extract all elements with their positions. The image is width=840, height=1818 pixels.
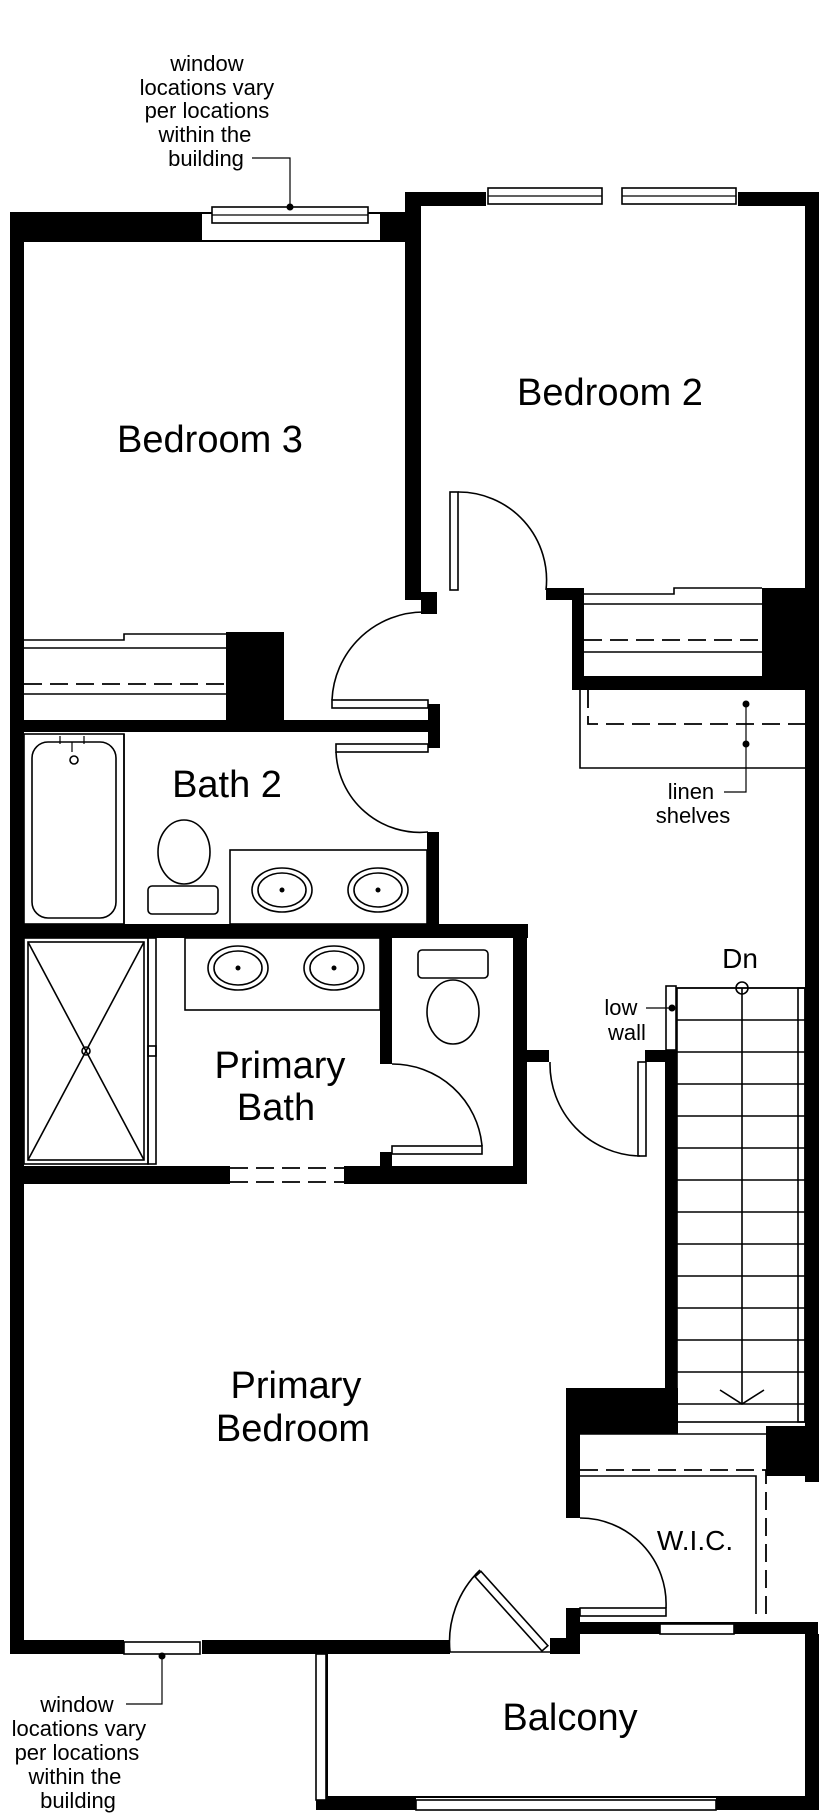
- doors: [331, 491, 667, 1654]
- wic-window: [659, 1623, 735, 1635]
- balcony-right-wall: [805, 1634, 819, 1808]
- wic-door-leaf: [579, 1607, 667, 1617]
- bath2-sink-1: [251, 867, 313, 913]
- label-primary-bath-1: Primary: [215, 1045, 346, 1087]
- label-bath2: Bath 2: [172, 764, 282, 806]
- window-note-bottom: window locations vary per locations with…: [12, 1692, 153, 1813]
- wic-door-swing: [579, 1517, 667, 1609]
- wc-left-wall: [380, 934, 392, 1064]
- bedroom3-door-leaf: [331, 699, 429, 709]
- chase-block: [226, 632, 284, 724]
- bath2-vanity: [229, 849, 428, 925]
- wic-shelf-dashed: [580, 1469, 767, 1622]
- primary-bath-bottom-right: [344, 1166, 527, 1184]
- primary-bedroom-door-leaf: [637, 1061, 647, 1157]
- label-primary-bedroom-2: Bedroom: [216, 1408, 370, 1450]
- hall-stub: [513, 1050, 549, 1062]
- primary-bedroom-bottom-wall: [10, 1640, 450, 1654]
- primary-vanity: [184, 937, 381, 1011]
- bathtub-basin: [31, 741, 117, 919]
- bath2-bottom-wall: [10, 924, 528, 938]
- wc-left-stub: [380, 1152, 392, 1170]
- wic-right-block: [766, 1426, 818, 1476]
- wic-left-wall-top: [566, 1388, 580, 1518]
- label-primary-bedroom-1: Primary: [231, 1365, 362, 1407]
- bedroom2-door-swing: [457, 491, 548, 591]
- partition-bed3-bed2: [405, 192, 421, 600]
- wc-toilet-tank: [417, 949, 489, 979]
- bathtub-frame: [23, 733, 125, 925]
- notes: window locations vary per locations with…: [12, 51, 758, 1813]
- primary-bedroom-door-swing: [549, 1061, 641, 1157]
- bed2-closet-left-wall: [572, 588, 584, 688]
- balcony-door-gap: [450, 1640, 550, 1654]
- primary-sink-1: [207, 945, 269, 991]
- low-wall-note: low wall: [604, 995, 646, 1045]
- bedroom2-door-leaf: [449, 491, 459, 591]
- bed2-closet-bottom-wall: [572, 676, 812, 690]
- bedroom3-door-swing: [331, 611, 425, 701]
- primary-sink-2: [303, 945, 365, 991]
- bedroom3-bottom-wall: [10, 720, 438, 732]
- bath2-toilet-tank: [147, 885, 219, 915]
- bath2-door-swing: [335, 751, 429, 834]
- bedroom2-closet-rod: [584, 587, 762, 595]
- wc-door-leaf: [391, 1145, 483, 1155]
- stair-low-wall-cap: [645, 1050, 675, 1062]
- linen-shelf-outline: [579, 690, 805, 769]
- low-wall-dot: [668, 1004, 676, 1012]
- shower-drain: [81, 1046, 91, 1056]
- bath2-toilet-bowl: [157, 819, 211, 885]
- bath2-door-leaf: [335, 743, 429, 753]
- primary-bedroom-bottom-stub: [550, 1638, 580, 1654]
- wc-toilet-bowl: [426, 979, 480, 1045]
- linen-shelf-dashed: [587, 690, 805, 725]
- label-bedroom3: Bedroom 3: [117, 419, 303, 461]
- label-bedroom2: Bedroom 2: [517, 372, 703, 414]
- balcony-side-rail: [315, 1653, 327, 1801]
- primary-bedroom-window: [123, 1641, 201, 1655]
- stair-left-wall: [665, 1050, 677, 1434]
- bed2-closet-right-block: [762, 588, 814, 678]
- label-balcony: Balcony: [502, 1697, 637, 1739]
- door-jamb-bath2: [428, 704, 440, 748]
- stair-run: [676, 987, 806, 1423]
- bottom-window-leader: [126, 1656, 163, 1705]
- balcony-rail: [415, 1799, 717, 1811]
- right-exterior-wall: [805, 192, 819, 1482]
- bath2-right-wall: [427, 832, 439, 928]
- bath2-sink-2: [347, 867, 409, 913]
- stairs-down-label: Dn: [722, 943, 758, 974]
- windows: [123, 187, 738, 1811]
- primary-bath-bottom-left: [10, 1166, 230, 1184]
- low-wall: [665, 985, 677, 1051]
- top-window-leader: [252, 157, 291, 207]
- room-labels: Bedroom 3 Bedroom 2 Bath 2 Primary Bath …: [117, 372, 733, 1739]
- window-note-top: window locations vary per locations with…: [140, 51, 281, 171]
- wic-shelf: [580, 1475, 757, 1614]
- tub-drain: [69, 755, 79, 765]
- bedroom3-closet-rod: [24, 633, 226, 641]
- balcony-door-swing: [448, 1569, 481, 1653]
- bed3-door-stub: [421, 592, 437, 614]
- label-primary-bath-2: Bath: [237, 1087, 315, 1129]
- fixtures: [23, 733, 489, 1183]
- wc-door-swing: [391, 1063, 483, 1147]
- leaders: [126, 157, 750, 1705]
- wic-top-block: [566, 1388, 678, 1434]
- stair-rail: [797, 987, 806, 1423]
- linen-leader: [724, 704, 747, 793]
- balcony-door-leaf: [473, 1570, 550, 1653]
- label-wic: W.I.C.: [657, 1525, 733, 1556]
- stair-arrow: [719, 1389, 765, 1405]
- stairs: [646, 981, 806, 1423]
- closets: [24, 587, 805, 1622]
- stair-start-marker: [735, 981, 749, 995]
- linen-note: linen shelves: [656, 779, 731, 828]
